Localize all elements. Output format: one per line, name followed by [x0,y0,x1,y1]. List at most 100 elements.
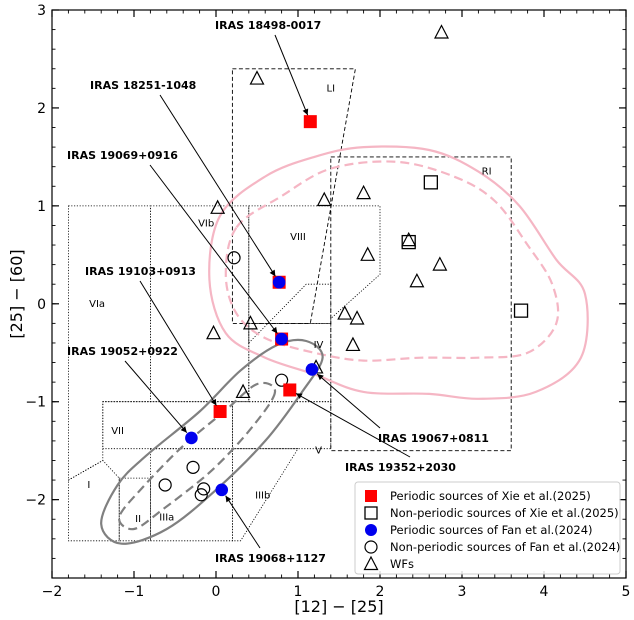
y-tick-label: 0 [37,297,46,313]
annotation-arrow [159,94,276,277]
legend-entry: Non-periodic sources of Fan et al.(2024) [390,540,620,554]
legend-marker [363,555,379,571]
x-tick-label: 3 [458,584,467,600]
legend-marker [365,490,377,502]
series-1 [401,175,529,318]
series-4 [206,24,449,399]
y-tick-label: −2 [25,493,46,509]
annotation-label: IRAS 19052+0922 [67,345,178,358]
data-point [242,315,258,330]
data-point [345,336,361,352]
data-point [434,24,449,39]
annotation-arrowhead [180,426,187,433]
data-point [283,383,297,397]
annotation-arrowhead [317,373,324,381]
annotation-label: IRAS 19352+2030 [345,461,456,474]
region-iiib-box [231,448,299,542]
y-tick-label: 3 [37,3,46,19]
data-point [272,275,286,289]
data-point [305,363,319,376]
annotation-arrow [274,34,309,116]
data-point [249,70,265,85]
y-tick-label: 1 [37,199,46,215]
legend: Periodic sources of Xie et al.(2025) Non-… [354,481,621,575]
annotation-arrow [149,164,278,334]
x-axis-label: [12] − [25] [294,597,383,616]
annotation-arrow [225,495,261,549]
x-tick-label: 1 [294,584,303,600]
data-point [360,246,376,261]
region-label-viii: VIII [290,232,306,243]
legend-marker [364,540,378,554]
region-label-iiia: IIIa [159,512,174,523]
region-label-v: V [315,446,322,457]
annotation-label: IRAS 19067+0811 [378,432,489,445]
data-point [194,488,208,502]
x-tick-label: 2 [376,584,385,600]
gray-outer-contour [100,338,324,545]
data-point [210,199,226,214]
legend-box [354,481,621,575]
data-point [303,115,317,129]
region-via-box [68,205,151,481]
annotation-arrow [316,373,381,429]
region-i-box [68,459,120,542]
region-label-vii: VII [111,426,124,437]
region-vib-box [149,205,250,403]
x-tick-label: 4 [540,584,549,600]
pink-outer-contour [208,145,589,400]
data-point [401,234,416,250]
data-point [513,303,529,318]
region-label-iv: IV [314,340,324,351]
annotation-arrow [139,280,217,406]
region-label-ri: RI [482,167,492,178]
data-point [186,460,200,474]
data-point [337,305,353,320]
region-ri-box [330,156,512,452]
legend-marker [365,524,377,536]
annotation-arrowhead [269,269,276,277]
data-point [215,483,229,497]
annotation-arrow [295,392,411,458]
data-point [275,332,288,346]
data-point [213,405,227,419]
data-point [185,431,198,445]
legend-entry: Periodic sources of Fan et al.(2024) [390,523,593,537]
region-label-li: LI [327,83,336,94]
plot-frame [51,9,627,579]
data-point [227,251,241,265]
region-li-box [231,68,356,324]
annotation-arrowhead [271,326,278,334]
data-point [401,231,417,247]
annotation-arrowhead [210,398,217,406]
data-point [423,175,438,190]
y-tick-label: 2 [37,101,46,117]
annotation-label: IRAS 19103+0913 [85,265,196,278]
x-tick-label: −1 [124,584,145,600]
region-label-ii: II [135,514,141,525]
data-point [158,478,172,492]
series-3 [158,251,289,502]
data-point [409,272,425,288]
annotation-label: IRAS 19068+1127 [215,552,326,565]
region-v-box [231,401,332,450]
annotation-arrow [124,360,188,434]
region-label-vib: VIb [198,218,214,229]
x-tick-label: −2 [42,584,63,600]
data-point [432,256,448,271]
x-tick-label: 0 [212,584,221,600]
annotation-arrowhead [302,108,309,116]
y-axis-label: [25] − [60] [7,249,26,338]
annotation-label: IRAS 18251-1048 [90,79,196,92]
legend-entry: Periodic sources of Xie et al.(2025) [390,489,591,503]
legend-marker [364,506,378,520]
data-point [316,191,332,207]
annotation-label: IRAS 19069+0916 [67,149,178,162]
annotation-arrowhead [295,393,303,399]
region-label-i: I [87,480,90,491]
legend-entry: Non-periodic sources of Xie et al.(2025) [390,506,619,520]
data-point [349,310,365,325]
